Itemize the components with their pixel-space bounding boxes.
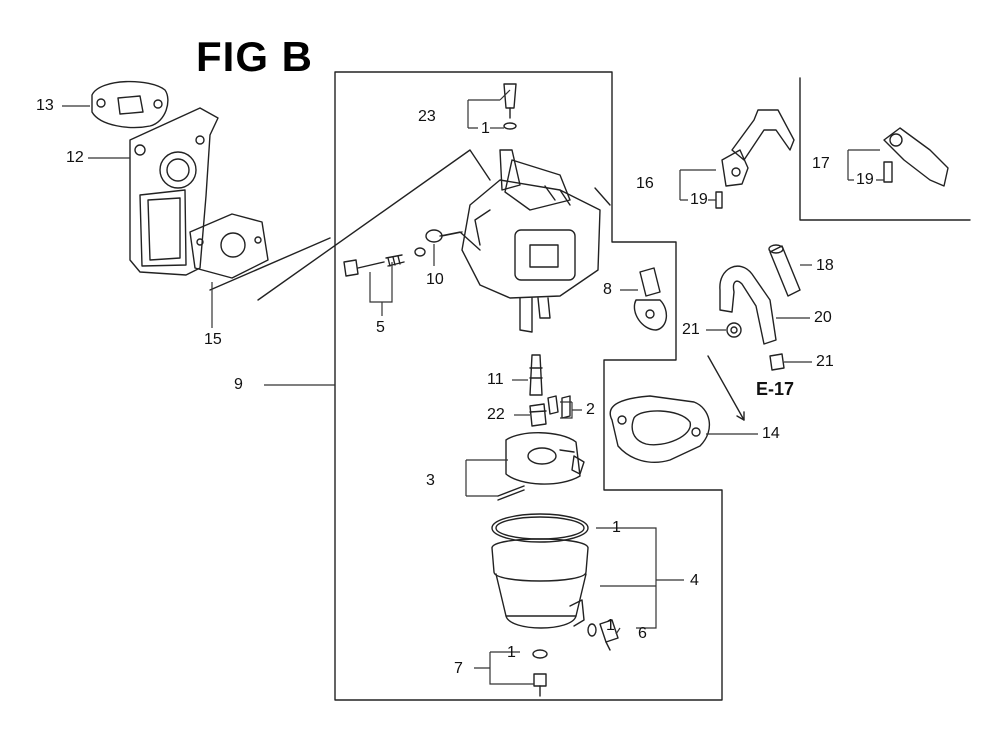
- guide-line: [257, 149, 491, 301]
- callout-14: 14: [762, 425, 780, 442]
- clip-21b-drawing: [769, 353, 785, 371]
- gasket-15-drawing: [189, 213, 269, 279]
- callout-3: 3: [426, 472, 435, 489]
- callout-4: 4: [690, 572, 699, 589]
- float-3-drawing: [497, 432, 585, 501]
- tube-18-drawing: [768, 244, 801, 297]
- callout-19-left: 19: [690, 191, 708, 208]
- callout-20: 20: [814, 309, 832, 326]
- callout-19-right: 19: [856, 171, 874, 188]
- leader-lines: [62, 89, 884, 685]
- callout-13: 13: [36, 97, 54, 114]
- callout-8: 8: [603, 281, 612, 298]
- callout-1-bolt-washer: 1: [507, 644, 516, 661]
- cross-reference-label: E-17: [756, 379, 795, 399]
- callout-2: 2: [586, 401, 595, 418]
- callout-1-oring-bowl: 1: [612, 519, 621, 536]
- callout-15: 15: [204, 331, 222, 348]
- callout-7: 7: [454, 660, 463, 677]
- callout-12: 12: [66, 149, 84, 166]
- callout-9: 9: [234, 376, 243, 393]
- inset-frame: [799, 77, 971, 221]
- float-bowl-4-drawing: [491, 513, 589, 629]
- needle-2-drawing: [547, 395, 571, 419]
- lever-17-drawing: [883, 127, 949, 187]
- bracket-12-drawing: [129, 107, 219, 276]
- callout-17: 17: [812, 155, 830, 172]
- guide-line-3: [594, 187, 611, 206]
- assembly-frame: [334, 71, 723, 701]
- pilot-screw-5-drawing: [343, 247, 426, 277]
- callout-21-left: 21: [682, 321, 700, 338]
- callout-21-right: 21: [816, 353, 834, 370]
- choke-lever-16-drawing: [715, 109, 795, 209]
- jet-22-drawing: [529, 403, 547, 427]
- guide-line-2: [209, 237, 331, 291]
- screw-10-drawing: [425, 229, 463, 243]
- bolt-7-drawing: [532, 649, 548, 697]
- callout-16: 16: [636, 175, 654, 192]
- callout-6: 6: [638, 625, 647, 642]
- float-valve-8-drawing: [633, 267, 667, 331]
- clip-21a-drawing: [726, 322, 742, 338]
- screw-23-drawing: [503, 83, 517, 130]
- callout-22: 22: [487, 406, 505, 423]
- nozzle-11-drawing: [529, 354, 543, 396]
- callout-18: 18: [816, 257, 834, 274]
- callout-23: 23: [418, 108, 436, 125]
- callout-1-oring-top: 1: [481, 120, 490, 137]
- callout-1-drain-washer: 1: [606, 617, 615, 634]
- gasket-13-drawing: [91, 80, 169, 129]
- hose-20-drawing: [719, 265, 777, 345]
- callout-10: 10: [426, 271, 444, 288]
- figure-title: FIG B: [196, 33, 313, 80]
- carburetor-body-drawing: [439, 149, 601, 333]
- gasket-14-drawing: [609, 395, 711, 464]
- drain-screw-6-drawing: [587, 619, 619, 651]
- callout-11: 11: [487, 371, 504, 388]
- callout-5: 5: [376, 319, 385, 336]
